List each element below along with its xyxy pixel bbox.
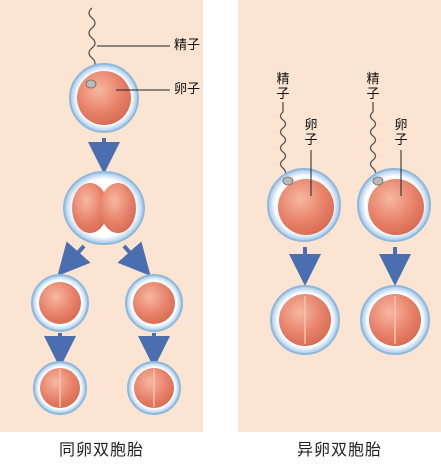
fraternal-zygote-2 [358,169,430,241]
split-cell-left [32,275,88,331]
egg-label-right-1: 卵子 [304,118,318,148]
sperm-label-right-1: 精子 [276,72,290,102]
caption-fraternal: 异卵双胞胎 [238,436,441,460]
embryo-fraternal-2 [361,286,429,354]
embryo-identical-1 [34,362,86,414]
egg-label-right-2: 卵子 [394,118,408,148]
split-cell-right [126,275,182,331]
arrow-split-left [68,246,84,264]
sperm-tail-right-b [371,112,376,176]
two-cell-embryo [64,172,144,244]
embryo-identical-2 [128,362,180,414]
sperm-head-left [86,80,96,88]
caption-identical: 同卵双胞胎 [0,436,203,460]
egg-label-left: 卵子 [174,82,200,97]
embryo-fraternal-1 [271,286,339,354]
sperm-label-right-2: 精子 [366,72,380,102]
sperm-label-left: 精子 [174,38,200,53]
arrow-split-right [124,246,140,264]
sperm-tail-right-a [281,112,286,176]
zygote [70,64,138,132]
fraternal-zygote-1 [268,169,340,241]
